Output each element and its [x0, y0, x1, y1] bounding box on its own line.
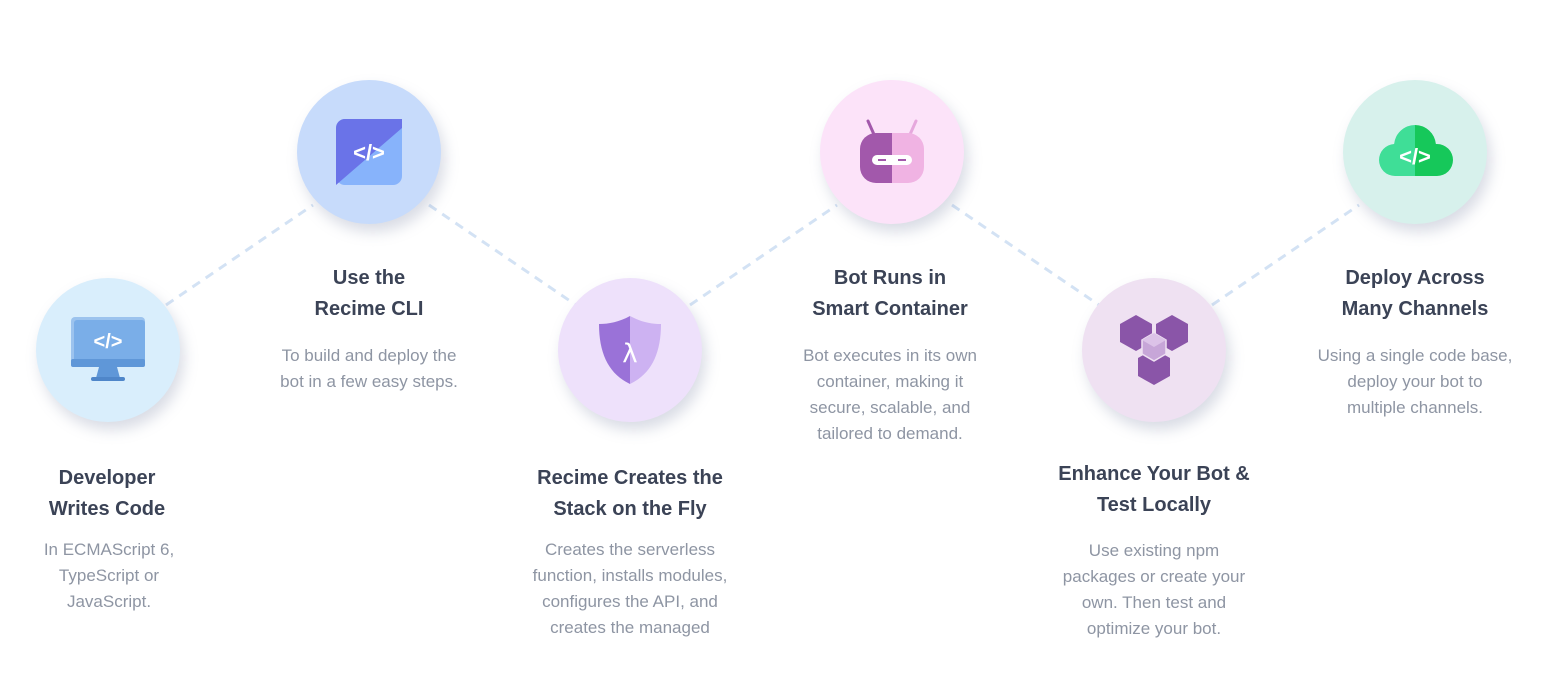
- step-5-description: Use existing npm packages or create your…: [1062, 541, 1246, 638]
- step-1-circle: </>: [36, 278, 180, 422]
- step-6-circle: </>: [1343, 80, 1487, 224]
- cli-code-icon: </>: [336, 119, 402, 185]
- step-4-description: Bot executes in its own container, makin…: [803, 346, 977, 443]
- lambda-shield-icon: λ: [599, 316, 661, 384]
- step-6-title: Deploy Across Many Channels: [1341, 267, 1489, 320]
- step-5-title: Enhance Your Bot & Test Locally: [1058, 463, 1250, 516]
- robot-head-icon: [860, 119, 924, 183]
- step-3-description: Creates the serverless function, install…: [532, 540, 728, 637]
- svg-text:</>: </>: [1399, 144, 1431, 169]
- step-1-description: In ECMAScript 6, TypeScript or JavaScrip…: [43, 540, 175, 611]
- step-3-circle: λ: [558, 278, 702, 422]
- step-2-description: To build and deploy the bot in a few eas…: [280, 346, 458, 391]
- step-4-title: Bot Runs in Smart Container: [812, 267, 968, 320]
- step-5-circle: [1082, 278, 1226, 422]
- cloud-code-icon: </>: [1379, 125, 1453, 176]
- step-6-description: Using a single code base, deploy your bo…: [1317, 346, 1513, 417]
- monitor-code-icon: </>: [71, 317, 145, 381]
- step-3-title: Recime Creates the Stack on the Fly: [537, 467, 723, 520]
- step-2-circle: </>: [297, 80, 441, 224]
- svg-text:</>: </>: [94, 331, 123, 353]
- step-1-title: Developer Writes Code: [48, 467, 166, 520]
- svg-text:</>: </>: [353, 140, 385, 165]
- step-4-circle: [820, 80, 964, 224]
- npm-cubes-icon: [1120, 315, 1188, 385]
- step-2-title: Use the Recime CLI: [314, 267, 424, 320]
- svg-text:λ: λ: [622, 339, 637, 369]
